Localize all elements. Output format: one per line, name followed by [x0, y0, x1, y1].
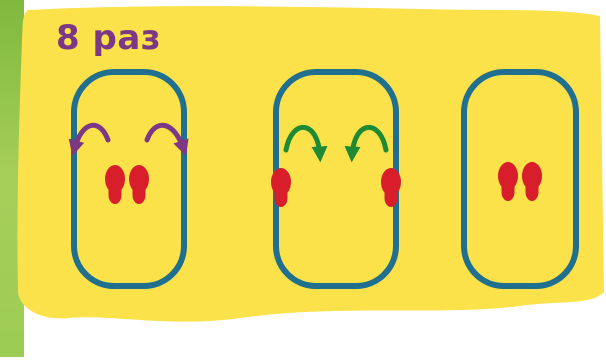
repeat-count-label: 8 раз	[56, 18, 161, 58]
